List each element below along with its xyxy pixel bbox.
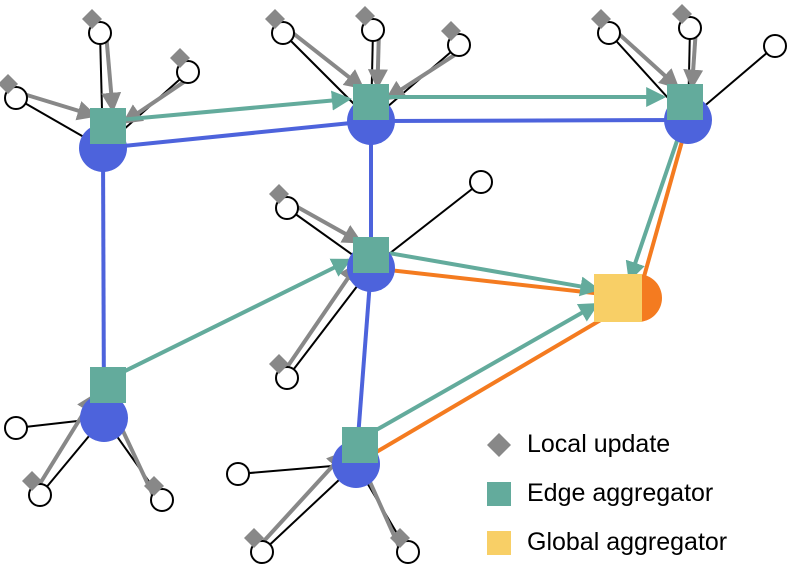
edge-aggregator-square [353,84,389,120]
local-update-arrow [260,450,347,545]
client-node [447,33,471,57]
client-node [4,86,28,110]
client-node [226,462,250,486]
client-node [271,21,295,45]
diamond-icon [486,432,512,458]
local-update-diamond [672,4,692,24]
client-node [176,60,200,84]
square-icon [486,530,512,556]
legend-label: Edge aggregator [527,479,714,507]
edge-aggregation-arrow [121,258,352,375]
local-update-diamond [355,6,375,26]
local-update-diamond [170,48,190,68]
local-update-arrow [385,51,459,101]
nodes-layer [0,4,787,564]
global-aggregator-square [594,274,642,322]
client-node [763,34,787,58]
edge-aggregation-arrow [625,120,686,282]
local-update-diamond [265,9,285,29]
edge-aggregation-arrow [389,251,601,297]
legend-item-global-aggregator: Global aggregator [486,518,727,567]
local-update-arrow [367,36,388,90]
edge-aggregator-square [353,237,389,273]
local-update-diamond [0,74,18,94]
local-update-diamond [441,21,461,41]
client-node [275,366,299,390]
edge-aggregator-square [90,108,126,144]
local-update-arrow [683,34,704,90]
edge-aggregator-square [667,84,703,120]
client-node [597,21,621,45]
edge-aggregator-square [90,367,126,403]
edge-aggregation-arrow [372,302,600,434]
client-node [469,170,493,194]
global-link [636,119,690,299]
local-update-diamond [22,471,42,491]
local-update-arrow [121,78,188,124]
local-update-diamond [144,476,164,496]
local-update-arrow [294,203,363,244]
global-link [354,296,640,466]
client-node [4,416,28,440]
edge-aggregator-square [342,427,378,463]
local-update-arrow [290,30,365,90]
local-update-diamond [82,9,102,29]
legend-label: Local update [527,430,671,458]
local-update-arrow [616,31,680,89]
client-node [396,540,420,564]
client-node [88,21,112,45]
client-node [275,196,299,220]
local-update-diamond [269,184,289,204]
local-update-arrow [283,262,359,371]
local-update-diamond [244,528,264,548]
local-update-diamond [390,528,410,548]
square-icon [486,481,512,507]
client-node [361,18,385,42]
legend-item-local-update: Local update [486,420,727,469]
local-update-diamond [269,354,289,374]
local-update-arrow [101,38,122,113]
edge-backhaul-link [102,119,372,150]
local-update-diamond [591,9,611,29]
edge-server-node [80,394,128,442]
legend-label: Global aggregator [527,528,728,556]
legend: Local update Edge aggregator Global aggr… [486,420,727,567]
local-update-arrow [22,92,98,121]
client-node [28,483,52,507]
edge-backhaul-link [370,118,689,123]
client-node [678,16,702,40]
client-node [150,488,174,512]
edge-aggregation-arrow [125,90,352,122]
client-node [250,540,274,564]
legend-item-edge-aggregator: Edge aggregator [486,469,727,518]
